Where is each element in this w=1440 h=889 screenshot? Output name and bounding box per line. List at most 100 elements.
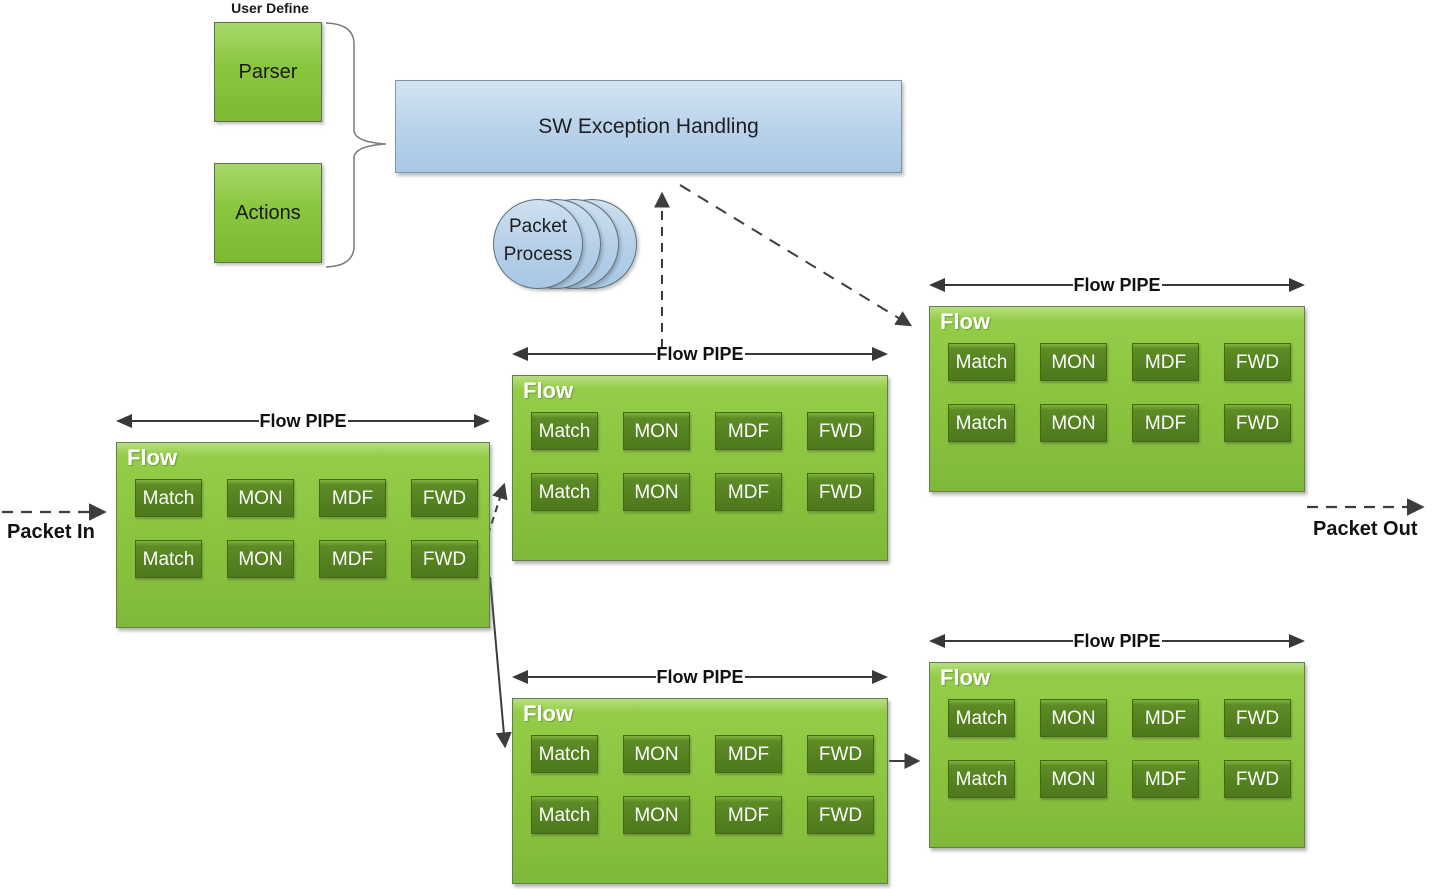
parser-label: Parser [238,60,298,83]
flow-title: Flow [940,309,991,334]
mdf-cell: MDF [715,473,782,511]
match-cell: Match [531,412,598,450]
fwd-cell: FWD [1224,760,1291,798]
mon-cell: MON [1040,699,1107,737]
match-cell: Match [948,699,1015,737]
flow-pipe-label: Flow PIPE [656,666,744,687]
actions-label: Actions [235,201,301,224]
mon-cell: MON [227,479,294,517]
flow-pipe-group-middle-top: Flow PIPE Flow Match MON MDF FWD Match M… [512,342,889,562]
flow-cell-row: Match MON MDF FWD [948,404,1291,442]
match-cell: Match [531,473,598,511]
arrowhead-left-icon [512,347,528,361]
left-to-middle-top-arrow [487,482,508,536]
flow-title: Flow [940,665,991,690]
flow-pipe-span-arrow: Flow PIPE [512,666,889,688]
flow-pipe-group-right-top: Flow PIPE Flow Match MON MDF FWD Match M… [929,273,1306,494]
fwd-cell: FWD [807,735,874,773]
flow-box: Flow Match MON MDF FWD Match MON MDF FWD [929,306,1305,492]
flow-pipe-label: Flow PIPE [259,410,347,431]
packet-process-circle-1 [493,199,583,289]
flow-cell-row: Match MON MDF FWD [135,540,478,578]
mdf-cell: MDF [1132,343,1199,381]
flow-title: Flow [523,378,574,403]
flow-cell-row: Match MON MDF FWD [135,479,478,517]
fwd-cell: FWD [1224,404,1291,442]
mon-cell: MON [623,735,690,773]
flow-pipe-group-middle-bottom: Flow PIPE Flow Match MON MDF FWD Match M… [512,665,889,885]
mdf-cell: MDF [319,540,386,578]
fwd-cell: FWD [807,473,874,511]
flow-pipe-span-arrow: Flow PIPE [116,410,491,432]
fwd-cell: FWD [1224,343,1291,381]
parser-box: Parser [214,22,322,122]
flow-pipe-label: Flow PIPE [656,343,744,364]
flow-cell-row: Match MON MDF FWD [531,412,874,450]
arrowhead-left-icon [929,278,945,292]
match-cell: Match [948,343,1015,381]
fwd-cell: FWD [411,479,478,517]
mdf-cell: MDF [1132,404,1199,442]
packet-process-label: Packet Process [493,213,583,268]
arrowhead-right-icon [1289,634,1306,648]
mdf-cell: MDF [715,412,782,450]
packet-in-label: Packet In [7,521,95,543]
match-cell: Match [531,735,598,773]
fwd-cell: FWD [807,412,874,450]
flow-box: Flow Match MON MDF FWD Match MON MDF FWD [512,698,888,884]
flow-cell-row: Match MON MDF FWD [531,735,874,773]
flow-box: Flow Match MON MDF FWD Match MON MDF FWD [929,662,1305,848]
arrowhead-left-icon [512,670,528,684]
packet-process-line1: Packet [508,216,568,237]
packet-process-line2: Process [503,243,573,265]
flow-box: Flow Match MON MDF FWD Match MON MDF FWD [512,375,888,561]
match-cell: Match [948,760,1015,798]
flow-cell-row: Match MON MDF FWD [948,699,1291,737]
mon-cell: MON [1040,760,1107,798]
mon-cell: MON [1040,404,1107,442]
fwd-cell: FWD [1224,699,1291,737]
flow-title: Flow [523,701,574,726]
mdf-cell: MDF [715,796,782,834]
fwd-cell: FWD [411,540,478,578]
arrowhead-right-icon [474,414,491,428]
mon-cell: MON [1040,343,1107,381]
match-cell: Match [135,479,202,517]
arrowhead-left-icon [929,634,945,648]
exception-diagonal-arrow [679,184,913,327]
flow-pipe-span-arrow: Flow PIPE [929,274,1306,296]
flow-pipe-span-arrow: Flow PIPE [929,630,1306,652]
mon-cell: MON [623,412,690,450]
match-cell: Match [531,796,598,834]
mdf-cell: MDF [319,479,386,517]
flow-pipe-span-arrow: Flow PIPE [512,343,889,365]
user-define-label: User Define [231,0,309,16]
flow-pipe-label: Flow PIPE [1073,630,1161,651]
flow-title: Flow [127,445,178,470]
flow-cell-row: Match MON MDF FWD [948,343,1291,381]
flow-pipe-label: Flow PIPE [1073,274,1161,295]
flow-pipe-group-right-bottom: Flow PIPE Flow Match MON MDF FWD Match M… [929,629,1306,849]
flow-cell-row: Match MON MDF FWD [948,760,1291,798]
arrowhead-right-icon [1289,278,1306,292]
packet-out-label: Packet Out [1313,518,1418,540]
arrowhead-right-icon [872,670,889,684]
user-define-brace [325,22,387,268]
sw-exception-handling-box: SW Exception Handling [395,80,902,173]
mon-cell: MON [227,540,294,578]
actions-box: Actions [214,163,322,263]
flow-pipe-group-left: Flow PIPE Flow Match MON MDF FWD Match M… [116,409,491,629]
arrowhead-left-icon [116,414,132,428]
flow-box: Flow Match MON MDF FWD Match MON MDF FWD [116,442,490,628]
match-cell: Match [948,404,1015,442]
mon-cell: MON [623,796,690,834]
match-cell: Match [135,540,202,578]
sw-exception-handling-label: SW Exception Handling [538,114,759,138]
mdf-cell: MDF [1132,760,1199,798]
flow-cell-row: Match MON MDF FWD [531,796,874,834]
mdf-cell: MDF [1132,699,1199,737]
arrowhead-right-icon [872,347,889,361]
flow-cell-row: Match MON MDF FWD [531,473,874,511]
